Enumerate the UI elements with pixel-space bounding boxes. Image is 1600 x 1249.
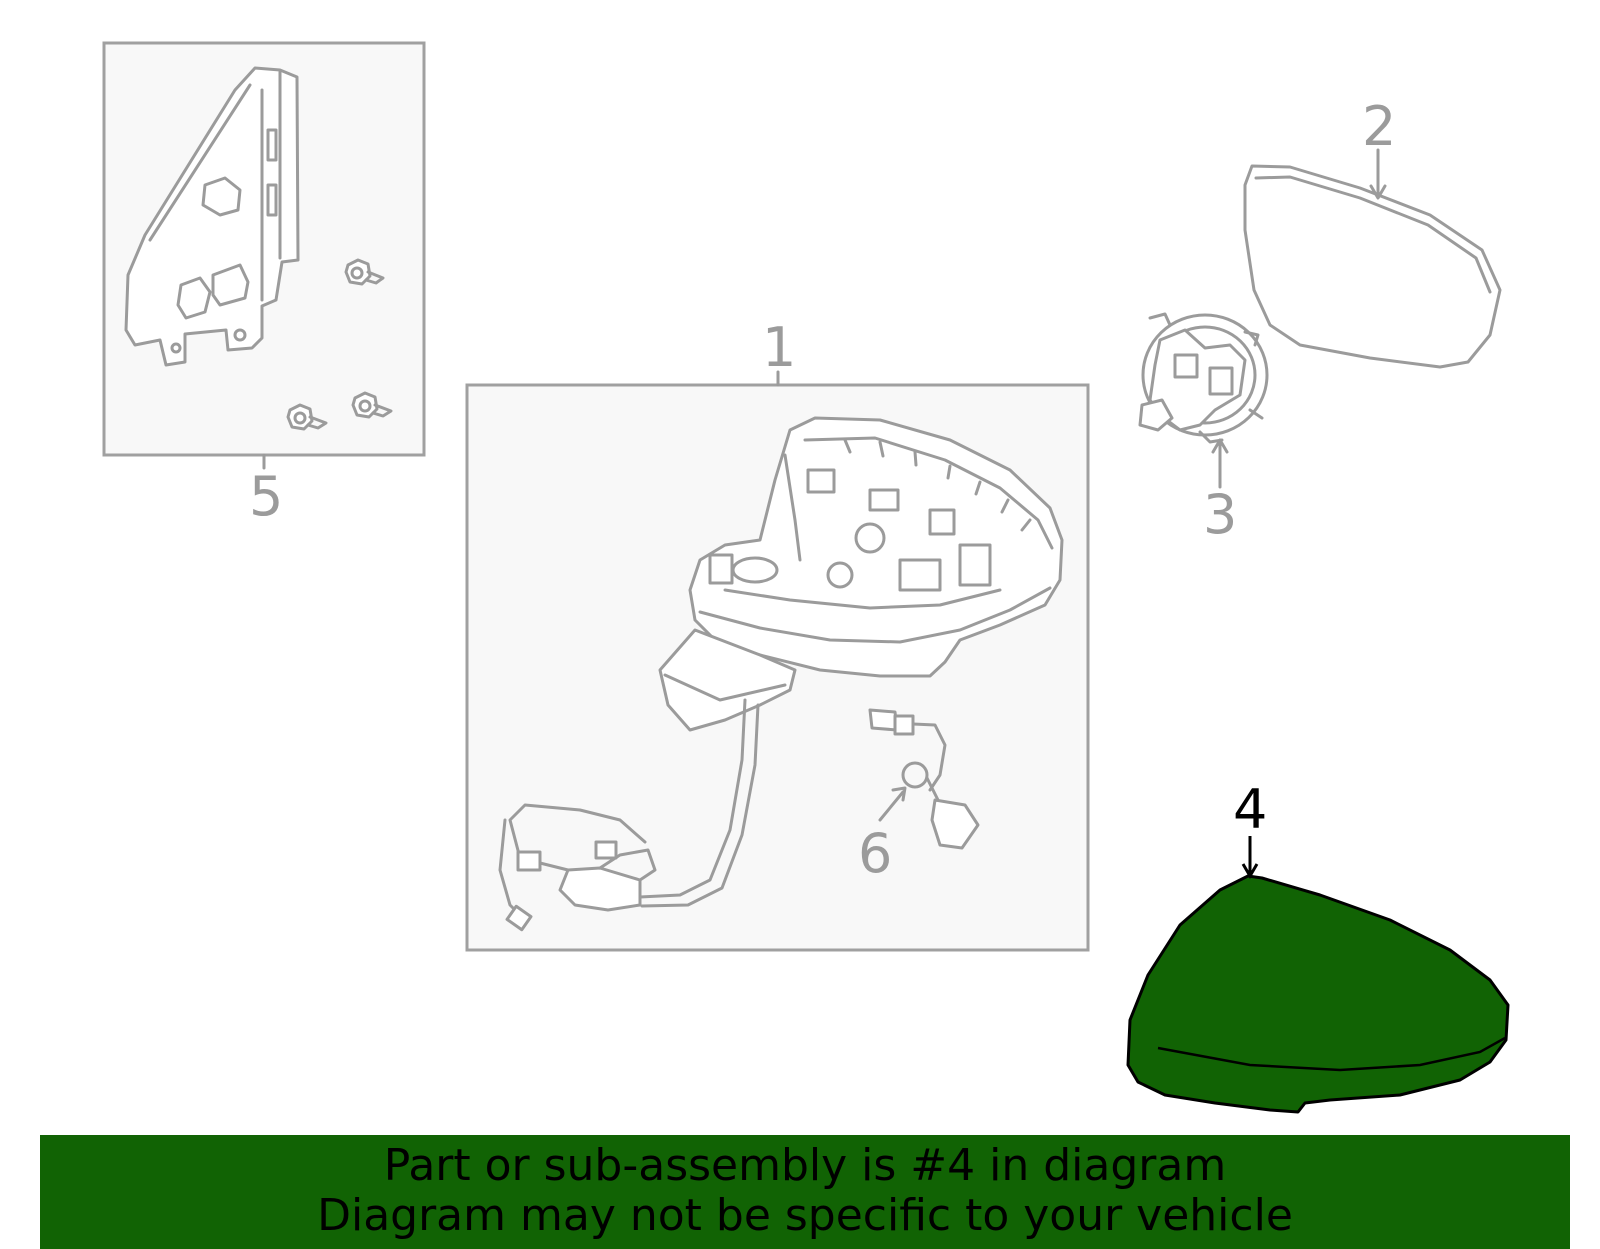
info-banner: Part or sub-assembly is #4 in diagram Di…: [40, 1135, 1570, 1249]
part-6-callout: 6: [858, 822, 892, 885]
part-1-mirror-arm: [658, 628, 797, 732]
part-5-callout: 5: [249, 465, 283, 528]
part-6-harness-group[interactable]: 6: [858, 708, 980, 885]
part-4-mirror-cover-group[interactable]: 4: [1126, 778, 1510, 1114]
banner-line-1: Part or sub-assembly is #4 in diagram: [383, 1140, 1227, 1191]
banner-line-2: Diagram may not be specific to your vehi…: [317, 1190, 1293, 1241]
part-3-actuator-group[interactable]: 3: [1138, 312, 1269, 546]
part-5-bracket-group[interactable]: 5: [102, 41, 426, 528]
part-2-callout: 2: [1362, 95, 1396, 158]
part-1-mirror-housing: [688, 416, 1064, 678]
part-1-mirror-assembly-group[interactable]: 1: [465, 316, 1090, 952]
part-5-bracket: [124, 66, 300, 367]
part-4-cover-crease: [1157, 1036, 1506, 1072]
part-2-mirror-glass: [1243, 164, 1502, 369]
part-1-wire-harness: [498, 698, 760, 932]
part-3-actuator: [1138, 312, 1269, 444]
part-5-screw-1: [344, 258, 385, 286]
part-1-callout: 1: [762, 316, 796, 379]
part-6-leader: [878, 790, 905, 822]
part-5-screw-2: [286, 403, 328, 431]
part-4-callout: 4: [1233, 778, 1267, 841]
part-3-callout: 3: [1203, 483, 1237, 546]
part-2-mirror-glass-group[interactable]: 2: [1243, 95, 1502, 369]
part-4-mirror-cover: [1126, 874, 1510, 1114]
part-5-screw-3: [351, 391, 393, 419]
parts-diagram: 5 1: [102, 41, 1510, 1114]
